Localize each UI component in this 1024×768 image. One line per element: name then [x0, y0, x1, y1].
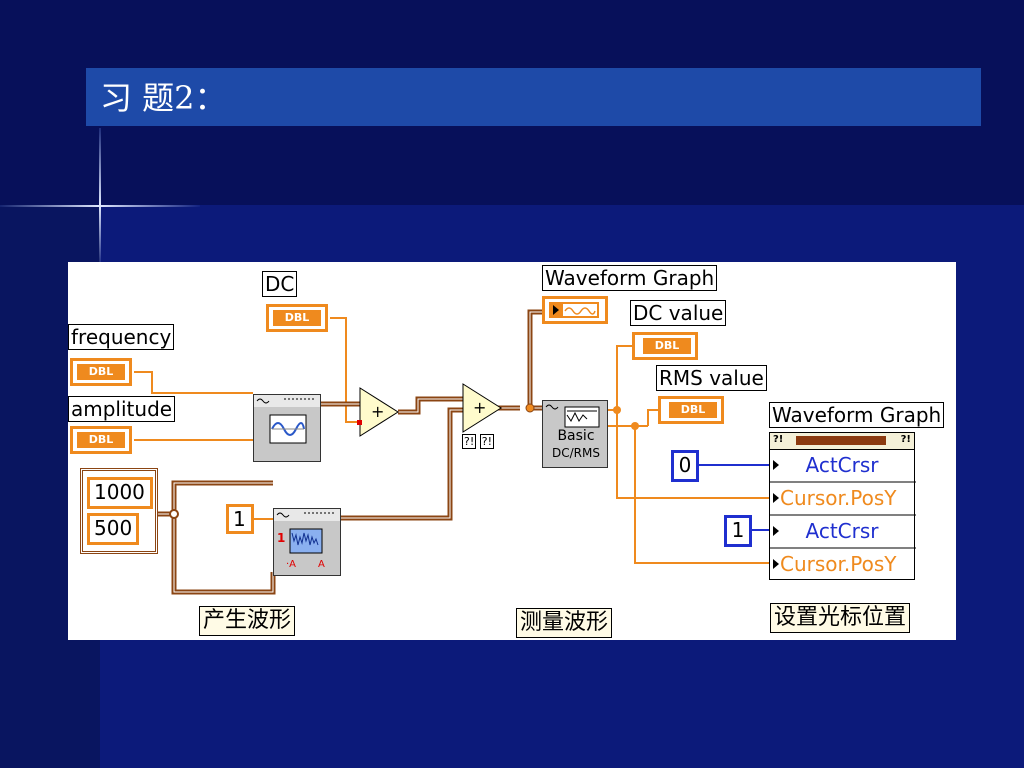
- wire-cursor-posy-2: [634, 426, 770, 564]
- dbl-tag: DBL: [77, 364, 125, 380]
- dc-value-indicator[interactable]: DBL: [632, 332, 698, 360]
- sine-waveform-icon: [254, 395, 320, 444]
- noise-waveform-icon: [274, 509, 340, 554]
- slide-title: 习 题2：: [100, 79, 227, 117]
- prop-cursor-posy-1[interactable]: Cursor.PosY: [780, 486, 897, 510]
- cursor-index-1[interactable]: 1: [724, 515, 752, 547]
- dcrms-line2: DC/RMS: [552, 446, 600, 460]
- property-node-header: ?! ?!: [770, 433, 914, 450]
- labview-block-diagram: + + frequency amplitude DC Waveform Grap…: [68, 262, 956, 640]
- dcrms-icon: [545, 404, 600, 428]
- error-tags: ?! ?!: [462, 434, 494, 451]
- noise-waveform-vi[interactable]: 1 ·A A: [273, 508, 341, 576]
- add-node-1-plus: +: [371, 402, 384, 421]
- property-node-error-out: ?!: [900, 434, 911, 445]
- rms-value-indicator[interactable]: DBL: [658, 396, 724, 424]
- label-dc-value: DC value: [630, 300, 727, 326]
- wire-noise-to-add2: [338, 407, 463, 521]
- error-tag-0: ?!: [462, 434, 477, 449]
- dbl-tag: DBL: [273, 310, 321, 326]
- wires: + +: [134, 309, 770, 595]
- junction-rms: [631, 422, 639, 430]
- sine-waveform-vi[interactable]: [253, 394, 321, 462]
- label-waveform-graph-2: Waveform Graph: [769, 402, 945, 428]
- caption-cursor: 设置光标位置: [770, 603, 911, 633]
- dcrms-line1: Basic: [557, 428, 595, 444]
- wire-dc: [330, 317, 360, 423]
- cluster-constant[interactable]: 1000 500: [80, 468, 158, 554]
- label-rms-value: RMS value: [656, 365, 767, 391]
- junction-waveform: [525, 403, 535, 413]
- wire-frequency: [134, 371, 253, 394]
- wire-rms-branch: [647, 409, 660, 426]
- wire-to-graph-1: [527, 309, 544, 408]
- wire-dc-value-branch: [616, 345, 632, 407]
- cursor-index-0[interactable]: 0: [671, 450, 699, 482]
- waveform-icon: [549, 302, 599, 318]
- junction-dc: [613, 406, 621, 414]
- wire-cursor-posy-1: [616, 410, 770, 499]
- wire-cluster-to-noise: [171, 514, 276, 595]
- prop-cursor-posy-2[interactable]: Cursor.PosY: [780, 552, 897, 576]
- waveform-graph-1-terminal[interactable]: [542, 296, 608, 324]
- label-frequency: frequency: [68, 324, 175, 350]
- prop-actcrsr-2[interactable]: ActCrsr: [805, 519, 879, 543]
- noise-left: ·A: [286, 559, 297, 570]
- noise-right: A: [318, 559, 325, 570]
- const-one[interactable]: 1: [226, 504, 254, 534]
- dc-terminal[interactable]: DBL: [266, 304, 328, 332]
- add-node-2: [462, 383, 502, 433]
- decorative-vertical-line: [99, 128, 101, 268]
- property-node[interactable]: ?! ?! ActCrsr Cursor.PosY ActCrsr Cursor…: [769, 432, 916, 580]
- dbl-tag: DBL: [643, 338, 691, 354]
- label-waveform-graph-1: Waveform Graph: [542, 265, 718, 291]
- coercion-dot: [357, 420, 362, 425]
- frequency-terminal[interactable]: DBL: [70, 358, 132, 386]
- caption-measure: 测量波形: [516, 608, 613, 638]
- title-bar: [86, 68, 981, 126]
- noise-num: 1: [277, 531, 286, 545]
- caption-generate: 产生波形: [199, 606, 296, 636]
- dbl-tag: DBL: [669, 402, 717, 418]
- cluster-value-1[interactable]: 500: [87, 513, 139, 545]
- add-node-2-plus: +: [473, 398, 486, 417]
- amplitude-terminal[interactable]: DBL: [70, 426, 132, 454]
- basic-dcrms-vi[interactable]: Basic DC/RMS: [542, 400, 608, 468]
- error-tag-1: ?!: [479, 434, 494, 449]
- label-dc: DC: [262, 271, 298, 297]
- graph-reference-bar: [796, 436, 886, 445]
- dbl-tag: DBL: [77, 432, 125, 448]
- junction-cluster: [169, 509, 179, 519]
- cluster-value-0[interactable]: 1000: [87, 477, 153, 509]
- add-node-1: [359, 387, 399, 437]
- prop-actcrsr-1[interactable]: ActCrsr: [805, 453, 879, 477]
- property-node-error-in: ?!: [773, 434, 784, 445]
- label-amplitude: amplitude: [68, 396, 176, 422]
